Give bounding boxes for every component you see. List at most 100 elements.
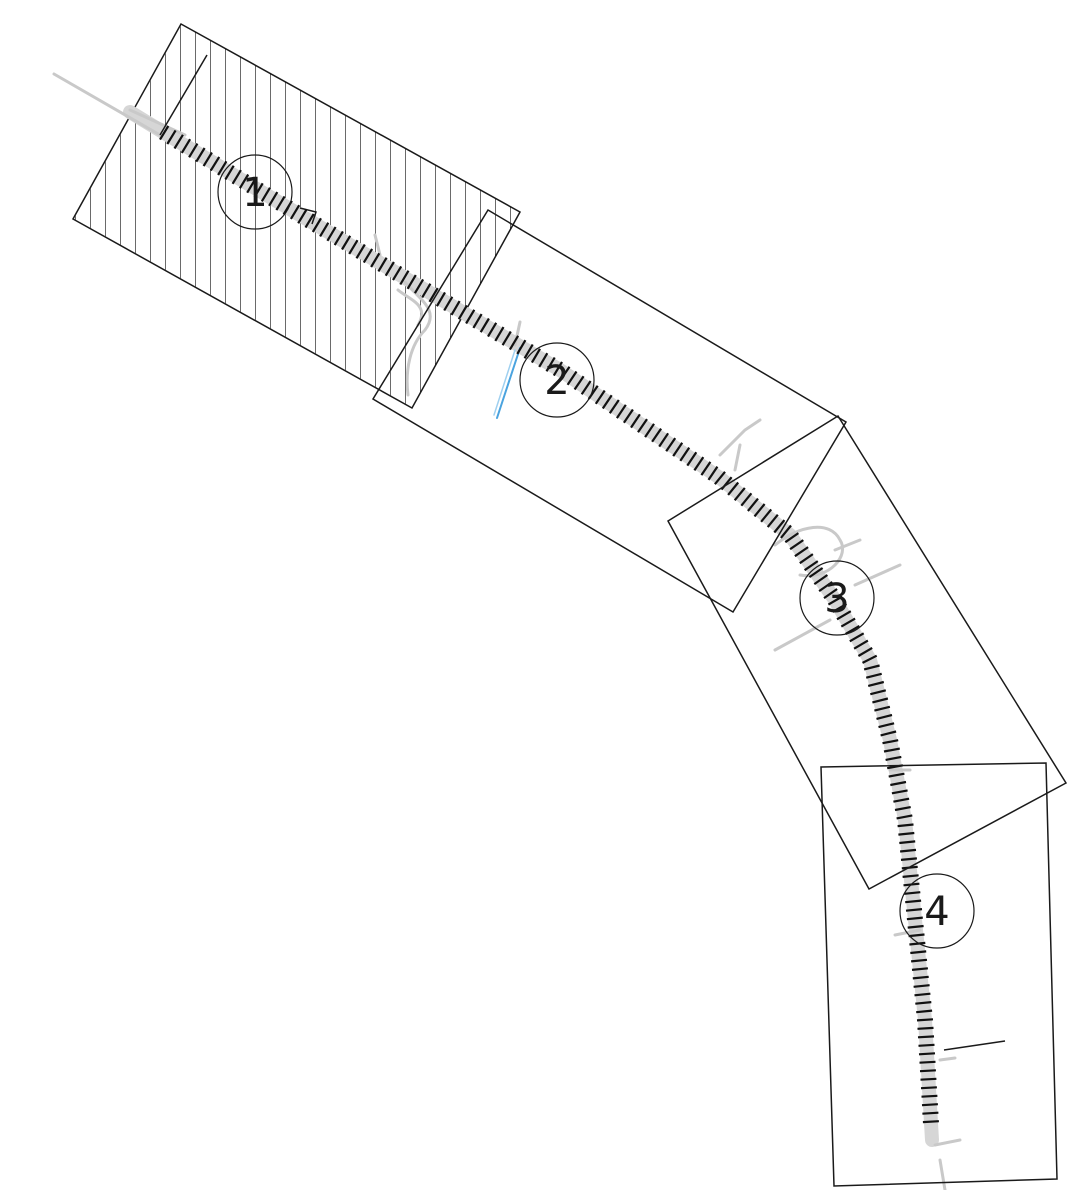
sheet-frame-4[interactable] <box>820 762 1058 1187</box>
route-tie <box>784 532 800 544</box>
route-tie <box>916 1009 933 1014</box>
route-tie <box>217 160 228 176</box>
route-tie <box>789 539 804 551</box>
route-tie <box>253 182 264 198</box>
route-tie <box>188 143 199 158</box>
route-tie <box>747 497 759 512</box>
sheet-label-2: 2 <box>544 358 569 404</box>
route-tie <box>885 755 902 761</box>
route-tie <box>508 335 520 351</box>
route-tie <box>297 208 308 224</box>
route-tie <box>740 492 753 507</box>
route-tie <box>326 226 337 242</box>
sheet-callout-4[interactable]: 4 <box>899 873 975 949</box>
route-tie <box>888 772 905 778</box>
route-tie <box>472 313 483 329</box>
route-tie <box>494 326 505 342</box>
route-tie <box>421 283 432 299</box>
route-tie <box>845 624 860 635</box>
sheet-callout-2[interactable]: 2 <box>519 342 595 418</box>
route-tie <box>919 1069 936 1073</box>
route-tie <box>341 235 352 251</box>
route-tie <box>813 574 829 586</box>
route-tie <box>863 664 880 671</box>
route-tie <box>559 366 571 381</box>
route-tie <box>890 780 907 787</box>
route-tie <box>773 519 786 534</box>
route-tie <box>753 503 766 518</box>
route-tie <box>159 125 170 141</box>
route-ties <box>159 125 939 1124</box>
route-tie <box>921 1094 938 1098</box>
route-tie <box>166 129 177 145</box>
route-tie <box>630 413 641 429</box>
route-tie <box>911 967 929 971</box>
route-tie <box>882 739 899 745</box>
route-tie <box>392 265 403 281</box>
side-roads <box>52 72 962 1190</box>
route-tie <box>435 291 446 307</box>
route-tie <box>904 891 921 895</box>
route-tie <box>832 602 848 613</box>
route-tie <box>897 823 914 828</box>
route-tie <box>501 330 512 346</box>
route-tie <box>910 950 927 955</box>
route-tie <box>552 361 563 377</box>
route-tie <box>406 274 417 290</box>
route-tie <box>289 204 301 220</box>
route-tie <box>399 270 410 286</box>
route-tie <box>566 370 578 386</box>
route-tie <box>857 646 873 657</box>
route-tie <box>918 1043 935 1047</box>
route-tie <box>450 300 461 316</box>
route-tie <box>733 487 746 501</box>
sheet-callout-1[interactable]: 1 <box>217 154 293 230</box>
sheet-label-3: 3 <box>824 576 849 622</box>
route-tie <box>862 654 878 664</box>
route-tie <box>878 722 895 729</box>
route-tie <box>876 713 893 720</box>
route-tie <box>922 1120 939 1124</box>
route-tie <box>700 461 712 476</box>
route-tie <box>921 1103 938 1107</box>
route-tie <box>916 1018 934 1022</box>
route-tie <box>479 317 490 333</box>
sheet-label-1: 1 <box>242 170 267 216</box>
route-tie <box>803 560 819 572</box>
route-tie <box>727 481 740 496</box>
route-tie <box>766 514 779 528</box>
route-tie <box>644 423 655 438</box>
route-tie <box>918 1052 936 1056</box>
route-tie <box>246 178 257 194</box>
route-tie <box>865 672 882 679</box>
sheet-callout-3[interactable]: 3 <box>799 560 875 636</box>
route-tie <box>818 581 833 593</box>
route-tie <box>594 389 606 405</box>
route-tie <box>260 187 271 202</box>
sheet-frame-2[interactable] <box>371 208 848 614</box>
route-tie <box>808 567 824 579</box>
route-tie <box>275 195 286 211</box>
route-tie <box>867 680 885 687</box>
route-tie <box>872 697 889 704</box>
route-tie <box>304 213 315 229</box>
route-tie <box>915 1001 932 1005</box>
route-tie <box>180 138 192 154</box>
route-tie <box>370 252 381 268</box>
route-tie <box>913 984 930 988</box>
route-tie <box>311 217 322 233</box>
route-tie <box>907 924 924 929</box>
route-tie <box>224 165 235 180</box>
route-tie <box>686 451 698 467</box>
route-tie <box>920 1077 937 1081</box>
route-tie <box>693 456 705 472</box>
route-tie <box>545 356 556 372</box>
route-tie <box>516 339 527 355</box>
route-tie <box>922 1111 939 1115</box>
route-tie <box>891 789 908 795</box>
sheet-frame-3[interactable] <box>667 414 1068 891</box>
route-tie <box>893 797 910 803</box>
route-tie <box>914 992 931 997</box>
route-tie <box>920 1086 937 1090</box>
